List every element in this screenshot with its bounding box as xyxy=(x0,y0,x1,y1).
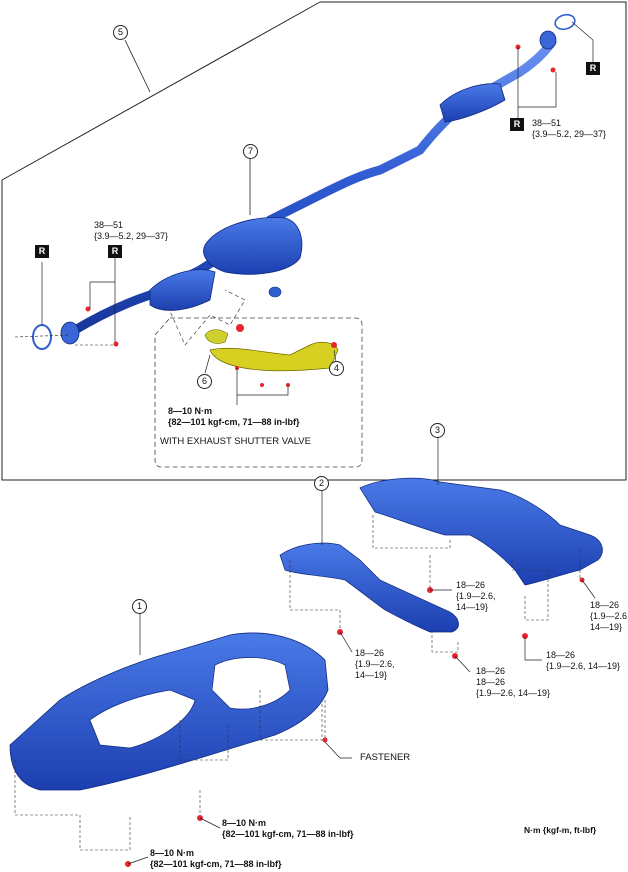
r-leader-rear-gasket xyxy=(571,21,594,62)
under-cover-2 xyxy=(279,542,459,633)
gasket-front-leader xyxy=(14,334,71,338)
front-gasket xyxy=(32,324,52,350)
torque-cover-2-right: 18—26 18—26 {1.9—2.6, 14—19} xyxy=(476,666,551,698)
torque-cover-1-bottom: 8—10 N·m {82—101 kgf-cm, 71—88 in-lbf} xyxy=(150,848,282,869)
replace-marker-front-bolts: R xyxy=(108,245,122,258)
torque-exhaust-rear: 38—51 {3.9—5.2, 29—37} xyxy=(532,118,607,139)
torque-cover-1-mid: 8—10 N·m {82—101 kgf-cm, 71—88 in-lbf} xyxy=(222,818,354,839)
cover-1-dash-lines xyxy=(14,690,326,851)
callout-5: 5 xyxy=(113,25,128,40)
torque-cover-2-left: 18—26 {1.9—2.6, 14—19} xyxy=(355,648,395,680)
shutter-valve-link xyxy=(164,289,246,346)
exhaust-section-frame-diagonal xyxy=(1,1,321,181)
replace-marker-front-gasket: R xyxy=(35,245,49,258)
cover-2-dash-lines xyxy=(289,560,459,653)
cover-2-right-leader xyxy=(454,655,471,673)
torque-cover-3-right: 18—26 {1.9—2.6, 14—19} xyxy=(590,600,628,632)
unit-note: N·m {kgf-m, ft-lbf} xyxy=(524,825,597,835)
exhaust-section-frame xyxy=(1,1,627,481)
torque-shutter-valve: 8—10 N·m {82—101 kgf-cm, 71—88 in-lbf} xyxy=(168,406,300,427)
callout-4: 4 xyxy=(329,361,344,376)
replace-marker-rear-gasket: R xyxy=(586,62,600,75)
leader-6 xyxy=(204,354,211,374)
fastener-label: FASTENER xyxy=(360,752,411,763)
callout-3: 3 xyxy=(430,423,445,438)
cover-3-dash-lines xyxy=(372,515,581,621)
front-torque-leader xyxy=(89,281,116,342)
torque-exhaust-front: 38—51 {3.9—5.2, 29—37} xyxy=(94,220,169,241)
cover-1-mid-leader xyxy=(199,817,221,829)
cover-2-left-leader xyxy=(339,631,353,653)
rear-torque-leader xyxy=(517,47,557,108)
fastener-leader xyxy=(324,741,352,759)
shutter-valve-box xyxy=(154,317,363,468)
cover-3-bottom-leader xyxy=(524,636,542,661)
torque-cover-3-left: 18—26 {1.9—2.6, 14—19} xyxy=(456,580,496,612)
shutter-torque-leader xyxy=(236,368,289,396)
shutter-valve-parts xyxy=(204,324,339,372)
cover-3-right-leader xyxy=(581,579,596,599)
under-cover-3 xyxy=(359,477,603,586)
callout-1: 1 xyxy=(132,599,147,614)
leader-4 xyxy=(333,349,337,363)
cover-1-bottom-leader xyxy=(127,856,149,865)
rear-gasket xyxy=(554,13,576,31)
under-cover-1 xyxy=(9,632,329,791)
callout-6: 6 xyxy=(197,374,212,389)
shutter-valve-caption: WITH EXHAUST SHUTTER VALVE xyxy=(160,436,311,447)
leader-5 xyxy=(124,39,151,93)
callout-2: 2 xyxy=(314,476,329,491)
torque-cover-3-bottom: 18—26 {1.9—2.6, 14—19} xyxy=(546,650,621,671)
exhaust-pipe-assembly xyxy=(60,30,557,345)
callout-7: 7 xyxy=(243,144,258,159)
replace-marker-rear-bolts: R xyxy=(510,118,524,131)
